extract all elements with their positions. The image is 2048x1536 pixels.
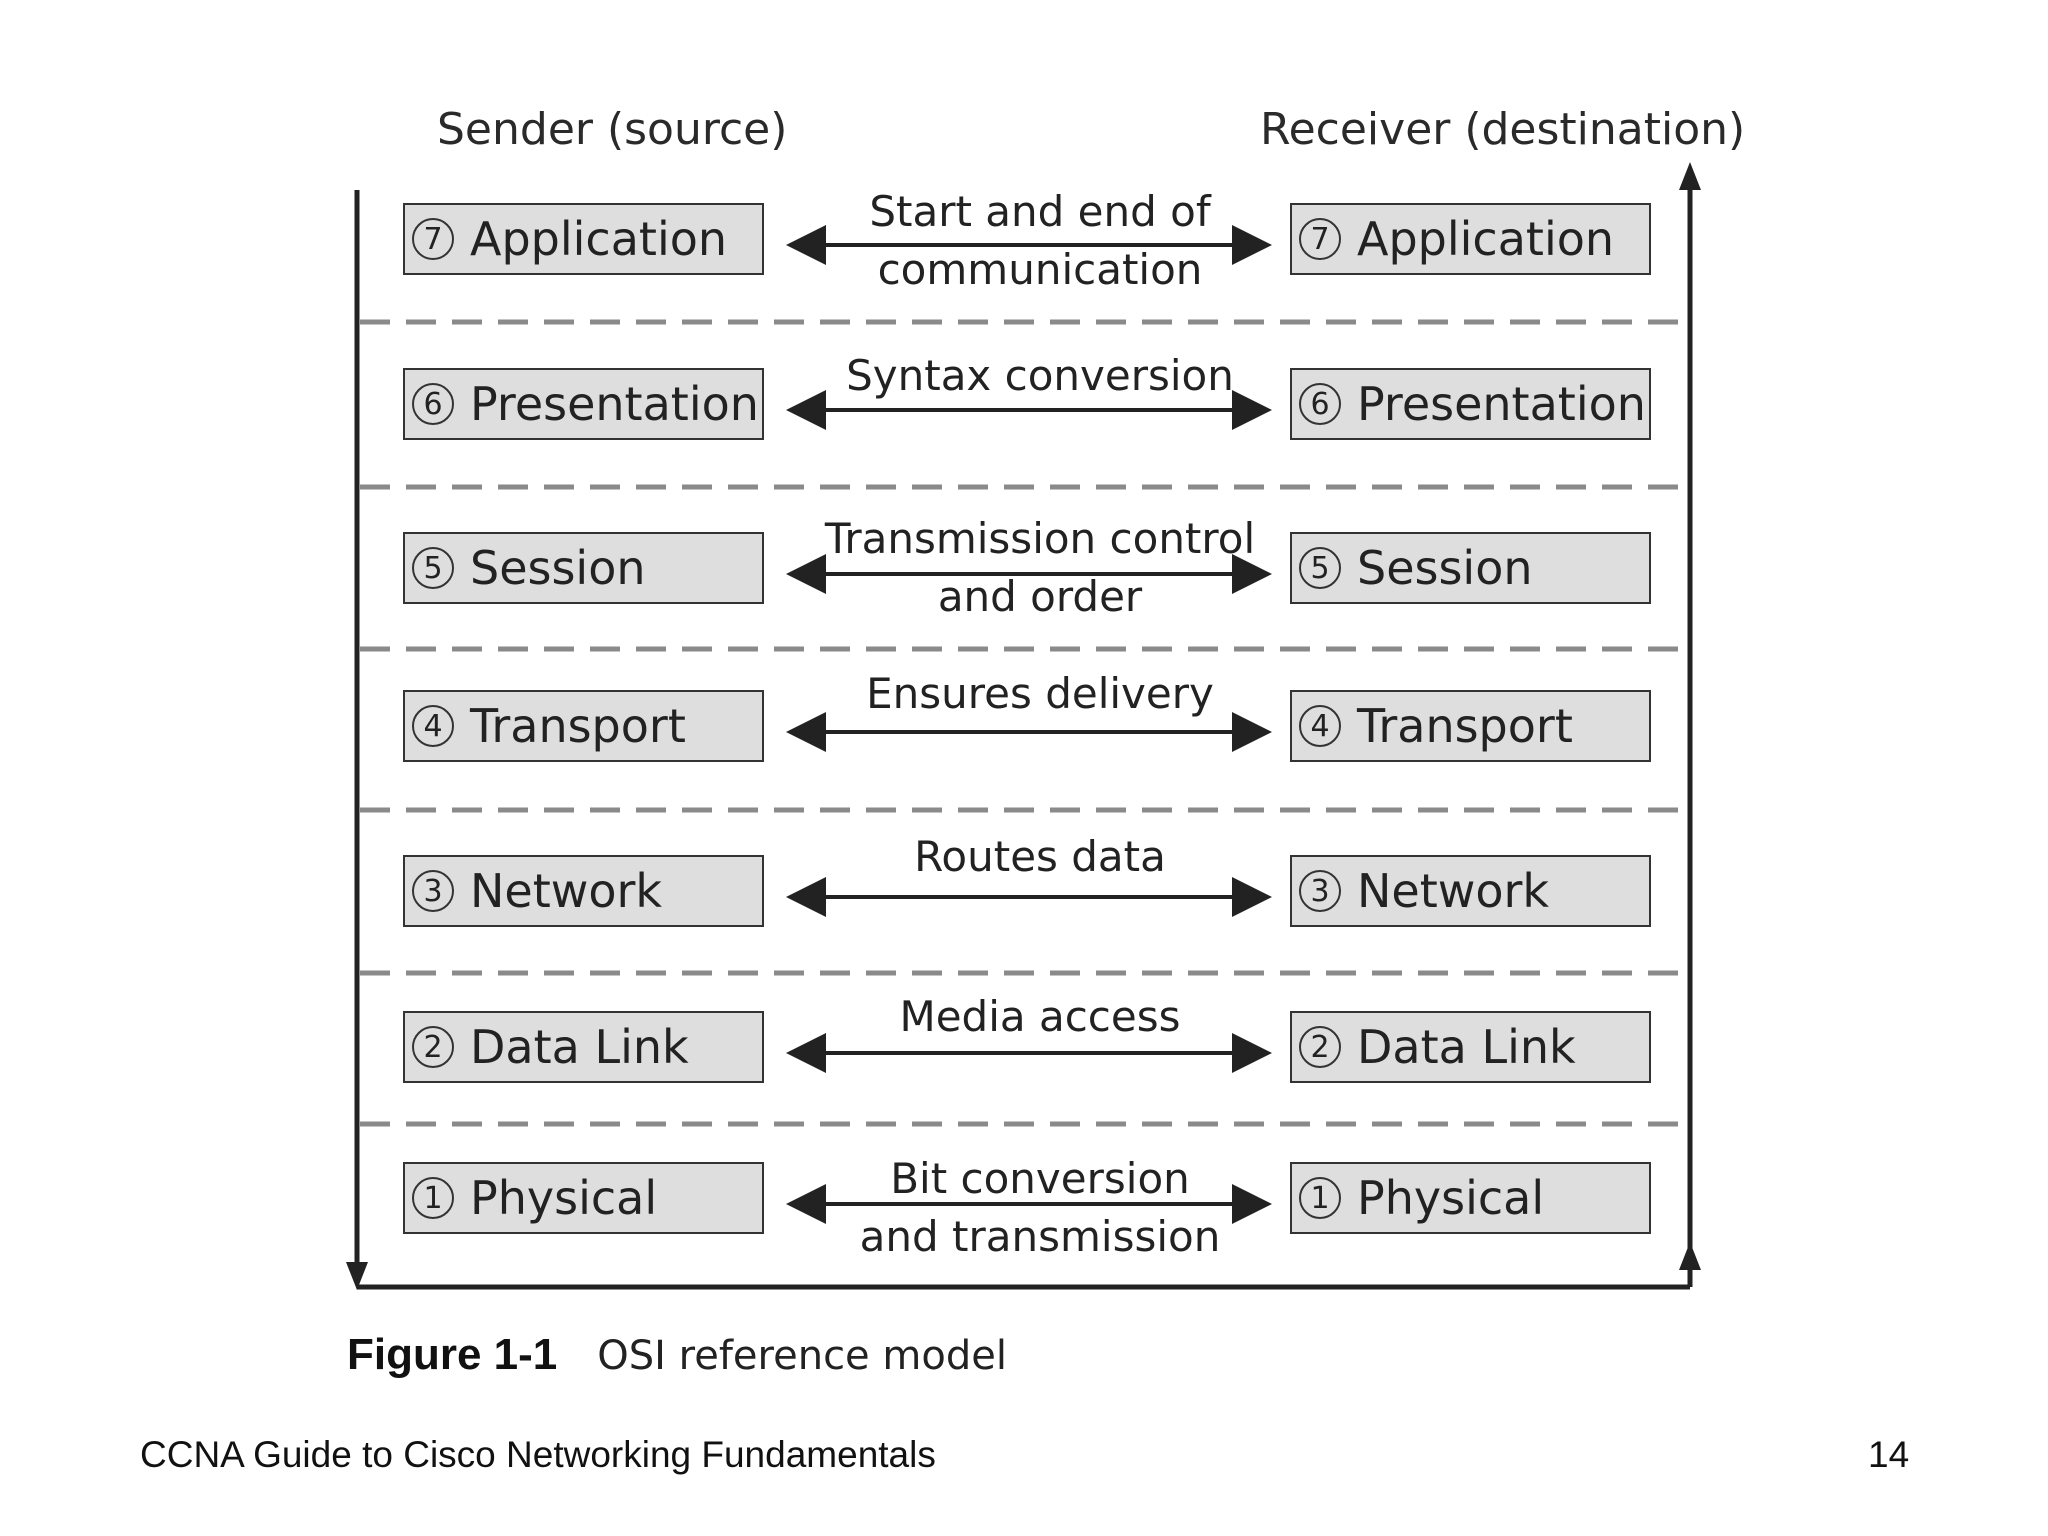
peer-exchange-label: Bit conversion <box>890 1154 1190 1203</box>
sender-layer-box: 1 Physical <box>403 1162 764 1234</box>
layer-name: Network <box>470 864 663 918</box>
layer-number-badge: 4 <box>412 705 454 747</box>
sender-label: Sender (source) <box>437 104 788 155</box>
layer-name: Session <box>1357 541 1533 595</box>
layer-number-badge: 4 <box>1299 705 1341 747</box>
receiver-layer-box: 4 Transport <box>1290 690 1651 762</box>
layer-number-badge: 3 <box>1299 870 1341 912</box>
receiver-flow-bottom-arrow-icon <box>1679 1242 1701 1270</box>
sender-flow-arrow-icon <box>346 1262 368 1290</box>
layer-name: Application <box>470 212 728 266</box>
receiver-flow-top-arrow-icon <box>1679 162 1701 190</box>
layer-number-badge: 6 <box>412 383 454 425</box>
receiver-layer-box: 3 Network <box>1290 855 1651 927</box>
layer-number-badge: 5 <box>1299 547 1341 589</box>
peer-exchange-label: Syntax conversion <box>846 351 1234 400</box>
peer-exchange-label: and order <box>937 572 1143 621</box>
layer-name: Transport <box>470 699 686 753</box>
sender-layer-box: 6 Presentation <box>403 368 764 440</box>
receiver-layer-box: 6 Presentation <box>1290 368 1651 440</box>
figure-title: OSI reference model <box>597 1333 1007 1379</box>
receiver-layer-box: 2 Data Link <box>1290 1011 1651 1083</box>
receiver-layer-box: 7 Application <box>1290 203 1651 275</box>
layer-name: Transport <box>1357 699 1573 753</box>
sender-layer-box: 4 Transport <box>403 690 764 762</box>
layer-name: Data Link <box>470 1020 689 1074</box>
peer-exchange-label: and transmission <box>859 1212 1221 1261</box>
receiver-layer-box: 1 Physical <box>1290 1162 1651 1234</box>
layer-name: Physical <box>470 1171 658 1225</box>
layer-number-badge: 3 <box>412 870 454 912</box>
figure-caption: Figure 1-1 OSI reference model <box>347 1330 1007 1380</box>
receiver-layer-box: 5 Session <box>1290 532 1651 604</box>
layer-number-badge: 1 <box>412 1177 454 1219</box>
peer-exchange-label: communication <box>877 245 1203 294</box>
layer-number-badge: 2 <box>1299 1026 1341 1068</box>
layer-name: Presentation <box>1357 377 1646 431</box>
receiver-label: Receiver (destination) <box>1260 104 1746 155</box>
sender-layer-box: 3 Network <box>403 855 764 927</box>
sender-layer-box: 5 Session <box>403 532 764 604</box>
peer-exchange-label: Media access <box>899 992 1181 1041</box>
peer-exchange-label: Start and end of <box>869 187 1211 236</box>
layer-number-badge: 2 <box>412 1026 454 1068</box>
sender-layer-box: 7 Application <box>403 203 764 275</box>
layer-name: Application <box>1357 212 1615 266</box>
peer-exchange-label: Routes data <box>914 832 1166 881</box>
sender-layer-box: 2 Data Link <box>403 1011 764 1083</box>
layer-number-badge: 7 <box>412 218 454 260</box>
layer-name: Physical <box>1357 1171 1545 1225</box>
footer-title: CCNA Guide to Cisco Networking Fundament… <box>140 1434 936 1475</box>
layer-number-badge: 1 <box>1299 1177 1341 1219</box>
layer-name: Session <box>470 541 646 595</box>
layer-number-badge: 7 <box>1299 218 1341 260</box>
page-number: 14 <box>1868 1434 1910 1475</box>
peer-exchange-label: Transmission control <box>824 514 1256 563</box>
peer-exchange-label: Ensures delivery <box>866 669 1214 718</box>
layer-number-badge: 6 <box>1299 383 1341 425</box>
figure-number: Figure 1-1 <box>347 1330 558 1379</box>
layer-number-badge: 5 <box>412 547 454 589</box>
layer-name: Data Link <box>1357 1020 1576 1074</box>
layer-name: Presentation <box>470 377 759 431</box>
layer-name: Network <box>1357 864 1550 918</box>
